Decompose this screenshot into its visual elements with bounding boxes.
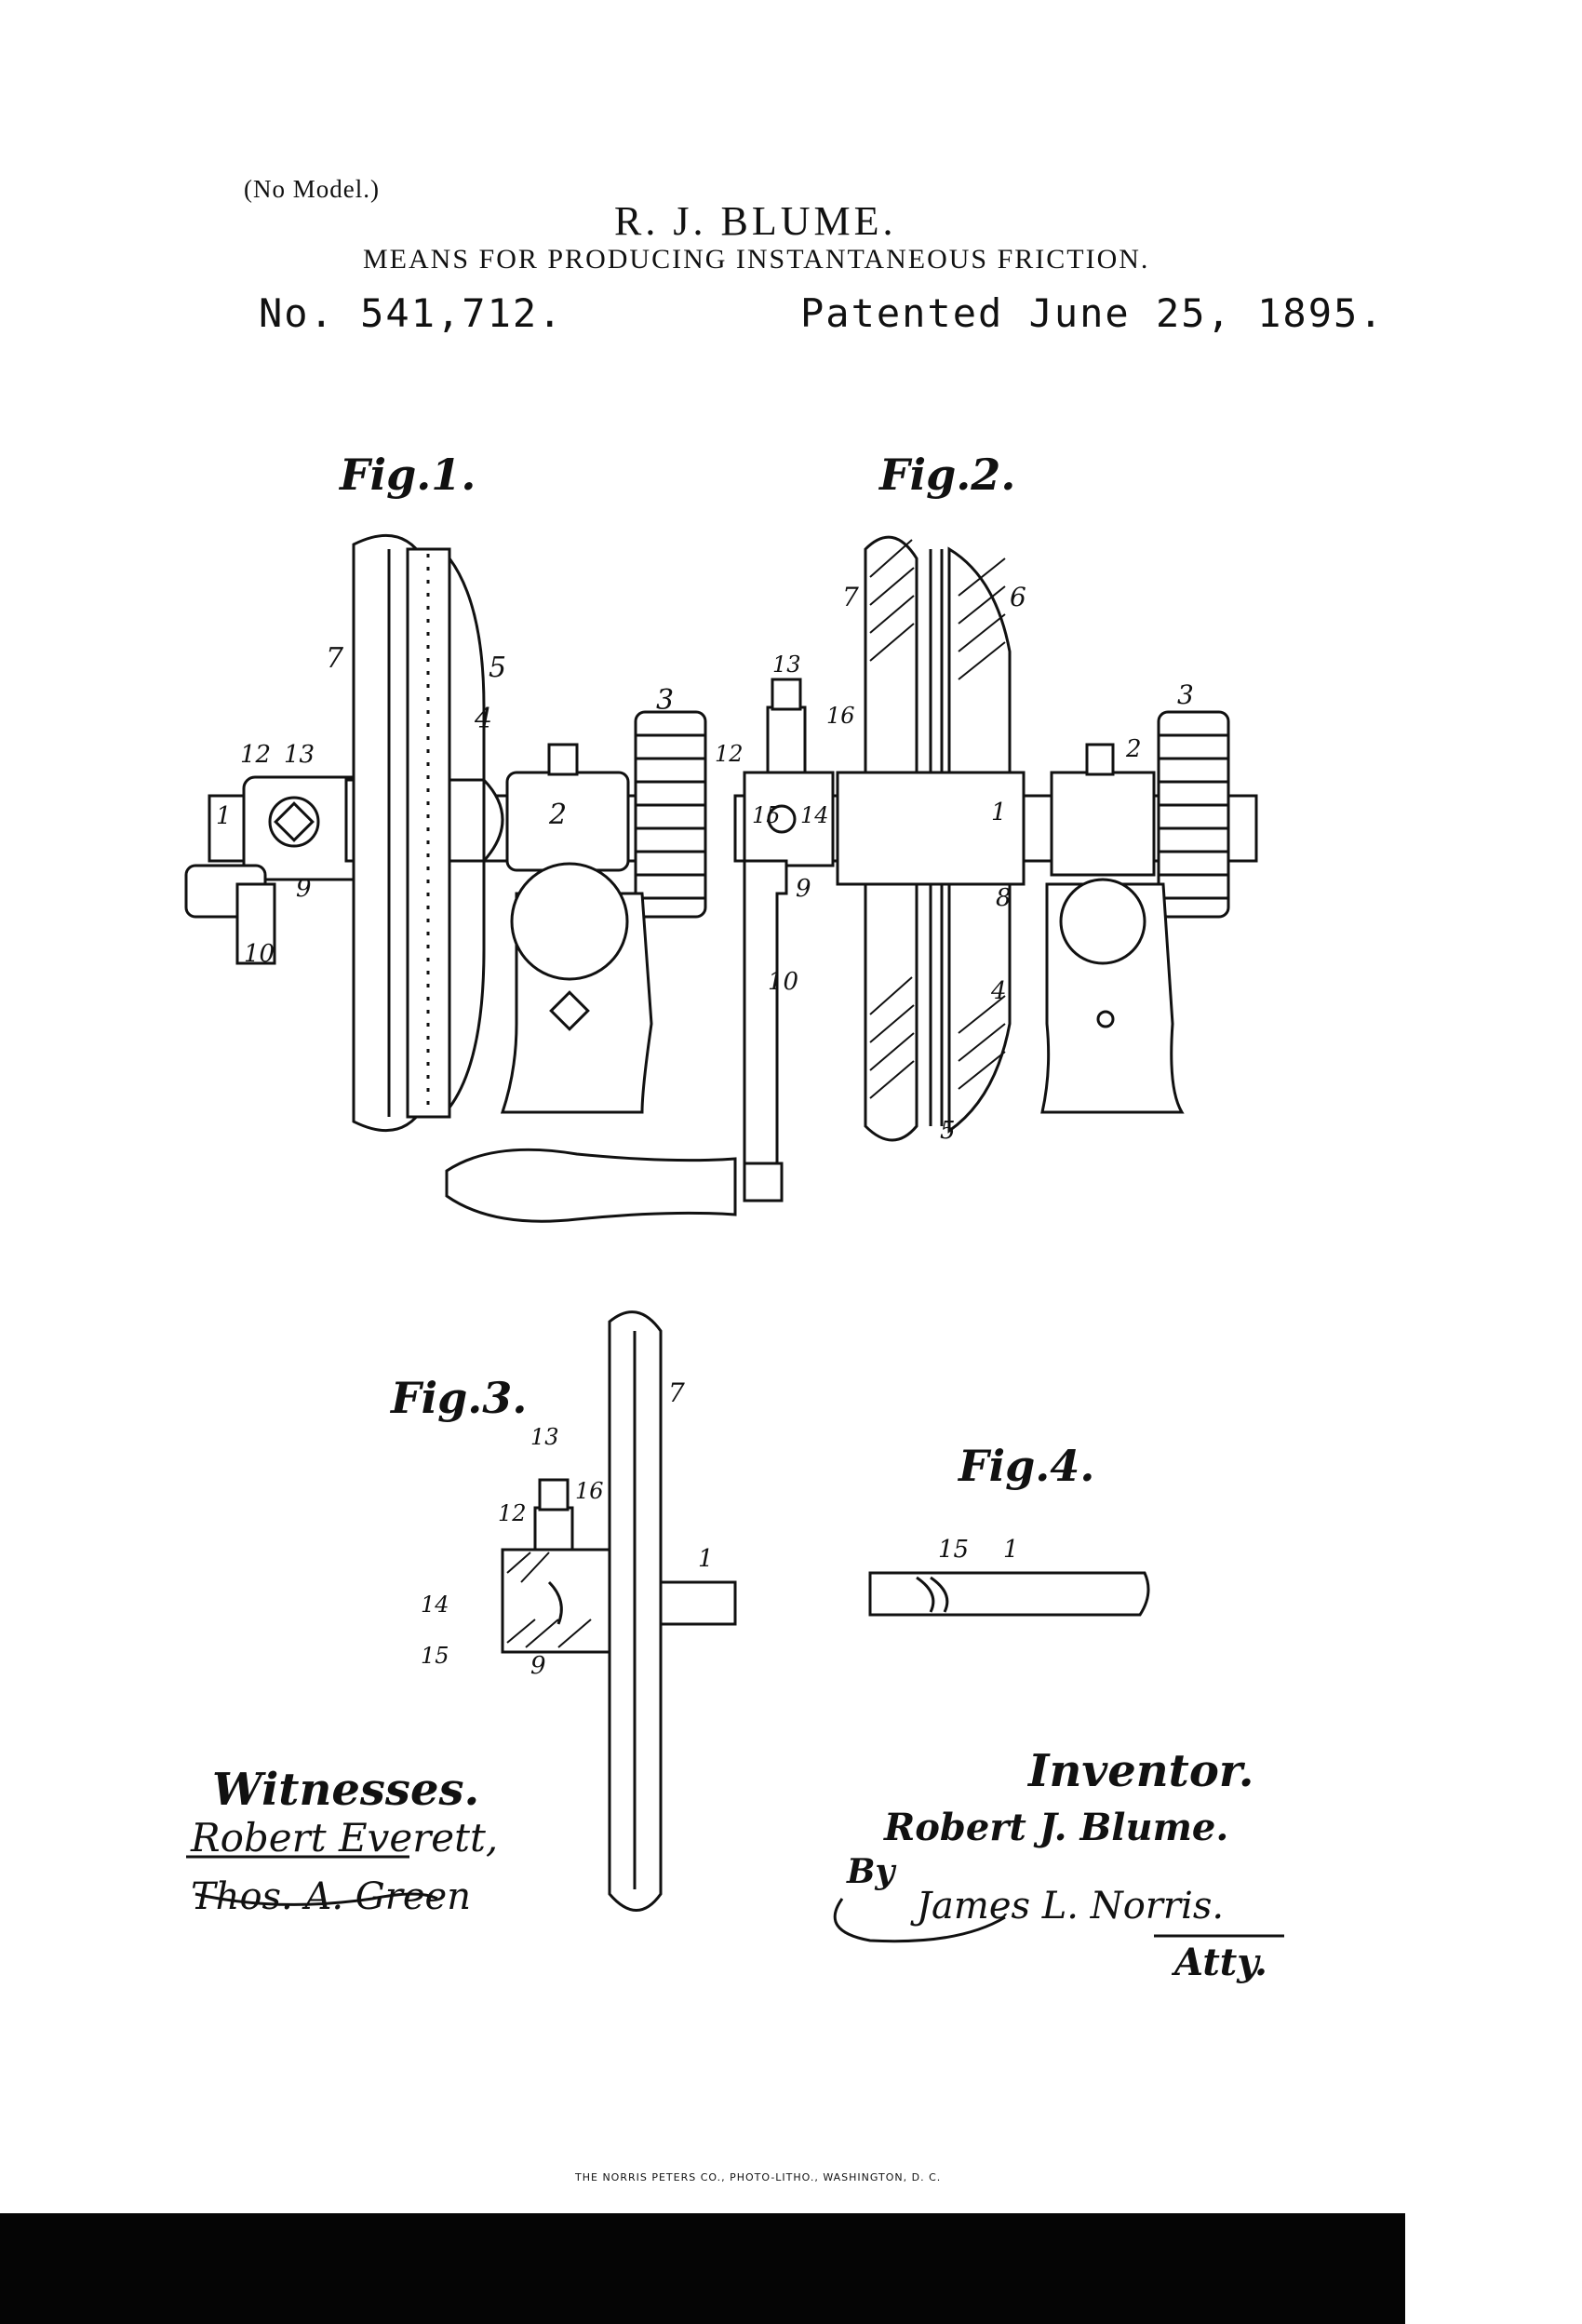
- fig4-ref: 15: [938, 1536, 970, 1564]
- fig3-ref: 13: [530, 1424, 559, 1450]
- attorney-signature: James L. Norris.: [917, 1885, 1225, 1928]
- fig1-ref: 5: [489, 652, 507, 684]
- fig3-label: Fig.3.: [391, 1373, 528, 1423]
- fig3-drawing: [501, 1310, 737, 1912]
- atty-label: Atty.: [1174, 1941, 1267, 1984]
- fig2-drawing: [445, 535, 1258, 1223]
- fig1-ref: 7: [326, 642, 344, 675]
- fig2-ref: 16: [826, 703, 855, 729]
- fig1-drawing: [184, 533, 707, 1133]
- fig1-ref: 13: [284, 741, 315, 769]
- fig2-gear: [1157, 710, 1230, 919]
- fig1-ref: 4: [475, 703, 493, 735]
- fig3-ref: 16: [575, 1478, 604, 1504]
- fig2-ref: 3: [1177, 679, 1194, 710]
- fig2-ref: 7: [842, 582, 859, 612]
- witness-signature-1: Robert Everett,: [191, 1815, 499, 1861]
- fig1-friction-disc: [406, 547, 451, 1119]
- scan-edge-bar: [0, 2213, 1405, 2324]
- fig2-ref: 1: [991, 799, 1007, 826]
- fig2-ref: 2: [1126, 735, 1142, 763]
- fig4-drawing: [868, 1571, 1150, 1617]
- fig2-bearing: [1050, 771, 1156, 877]
- fig2-ref: 13: [772, 652, 801, 678]
- fig2-crank-arm: [743, 859, 788, 1193]
- fig2-hub: [836, 771, 1026, 886]
- patent-number: No. 541,712.: [259, 290, 564, 336]
- witnesses-label: Witnesses.: [212, 1764, 480, 1816]
- inventor-name-heading: R. J. BLUME.: [614, 198, 897, 244]
- fig2-ref: 8: [996, 884, 1012, 912]
- by-label: By: [847, 1852, 895, 1891]
- fig2-crank-handle: [445, 1148, 737, 1223]
- fig2-ref: 6: [1010, 582, 1026, 612]
- fig2-ref: 5: [940, 1117, 956, 1145]
- fig2-ref: 14: [800, 802, 829, 828]
- fig4-label: Fig.4.: [959, 1441, 1095, 1491]
- patent-title: MEANS FOR PRODUCING INSTANTANEOUS FRICTI…: [363, 244, 1150, 275]
- fig1-ref: 3: [656, 684, 675, 717]
- fig3-ref: 9: [530, 1652, 546, 1680]
- fig2-label: Fig.2.: [879, 450, 1016, 500]
- fig3-ref: 12: [498, 1500, 527, 1526]
- fig1-ref: 9: [296, 875, 312, 903]
- fig1-label: Fig.1.: [340, 450, 476, 500]
- inventor-signature: Robert J. Blume.: [884, 1806, 1229, 1849]
- fig1-ref: 1: [216, 802, 232, 830]
- patent-date: Patented June 25, 1895.: [800, 290, 1385, 336]
- fig4-ref: 1: [1003, 1536, 1019, 1564]
- fig4-shaft: [868, 1571, 1150, 1617]
- fig3-ref: 1: [698, 1545, 714, 1573]
- fig1-gear: [634, 710, 707, 919]
- attorney-flourish: [833, 1898, 1006, 1943]
- witness-signature-2: Thos. A. Green: [191, 1875, 471, 1918]
- fig2-ref: 15: [752, 802, 781, 828]
- fig2-ref: 12: [715, 741, 744, 767]
- fig1-ref: 10: [244, 940, 275, 968]
- inventor-label: Inventor.: [1028, 1745, 1254, 1797]
- fig3-ref: 7: [668, 1377, 685, 1408]
- fig3-ref: 14: [421, 1592, 449, 1618]
- fig1-bearing: [505, 771, 630, 872]
- fig2-ref: 4: [991, 977, 1007, 1005]
- fig3-ref: 15: [421, 1643, 449, 1669]
- fig2-ref: 9: [796, 875, 811, 903]
- fig1-ref: 2: [549, 799, 568, 831]
- fig2-ref: 10: [768, 968, 799, 996]
- printer-credit: THE NORRIS PETERS CO., PHOTO-LITHO., WAS…: [575, 2171, 942, 2183]
- fig1-ref: 12: [240, 741, 272, 769]
- no-model-note: (No Model.): [244, 175, 380, 203]
- fig3-collar: [501, 1548, 611, 1654]
- fig3-shaft: [659, 1580, 737, 1626]
